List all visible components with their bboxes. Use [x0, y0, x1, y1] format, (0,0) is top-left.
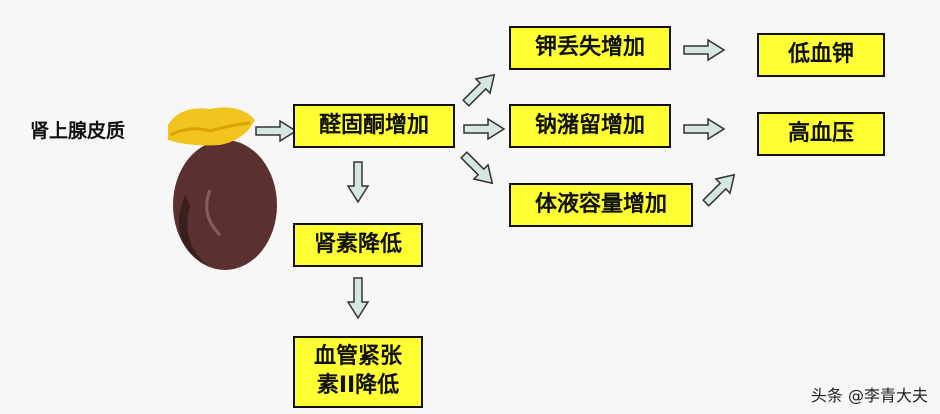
arrow-na-to-hypertension [683, 118, 725, 140]
renin-label: 肾素降低 [313, 231, 402, 257]
na-retention-box: 钠潴留增加 [509, 104, 671, 148]
watermark: 头条 @李青大夫 [810, 386, 928, 405]
arrow-k-loss-to-low-k [683, 39, 725, 61]
arrow-source-to-aldosterone [255, 120, 297, 142]
renin-box: 肾素降低 [293, 223, 423, 267]
k-loss-label: 钾丢失增加 [534, 34, 645, 60]
arrow-renin-to-angiotensin [347, 277, 369, 319]
low-k-label: 低血钾 [787, 41, 854, 67]
angiotensin-label-line2: 素II降低 [316, 373, 400, 398]
na-retention-label: 钠潴留增加 [534, 112, 645, 138]
kidney-highlight [205, 189, 222, 237]
aldosterone-box: 醛固酮增加 [293, 104, 455, 148]
adrenal-gland [168, 107, 255, 146]
arrow-aldosterone-to-renin [347, 161, 369, 203]
kidney-body [173, 140, 277, 270]
arrow-aldosterone-to-volume [456, 147, 501, 192]
hypertension-label: 高血压 [787, 120, 854, 146]
arrow-volume-to-hypertension [698, 166, 743, 211]
hypertension-box: 高血压 [757, 112, 885, 156]
low-k-box: 低血钾 [757, 33, 885, 77]
arrow-aldosterone-to-na [463, 118, 505, 140]
source-label: 肾上腺皮质 [30, 120, 126, 142]
adrenal-texture [169, 121, 251, 137]
kidney-illustration [168, 107, 277, 270]
arrow-aldosterone-to-k-loss [458, 66, 503, 111]
volume-box: 体液容量增加 [509, 183, 693, 227]
kidney-lower-shadow [178, 195, 210, 267]
angiotensin-label-line1: 血管紧张 [313, 344, 402, 370]
aldosterone-label: 醛固酮增加 [318, 112, 429, 138]
volume-label: 体液容量增加 [534, 191, 667, 217]
k-loss-box: 钾丢失增加 [509, 26, 671, 70]
angiotensin-box: 血管紧张 素II降低 [293, 336, 423, 408]
